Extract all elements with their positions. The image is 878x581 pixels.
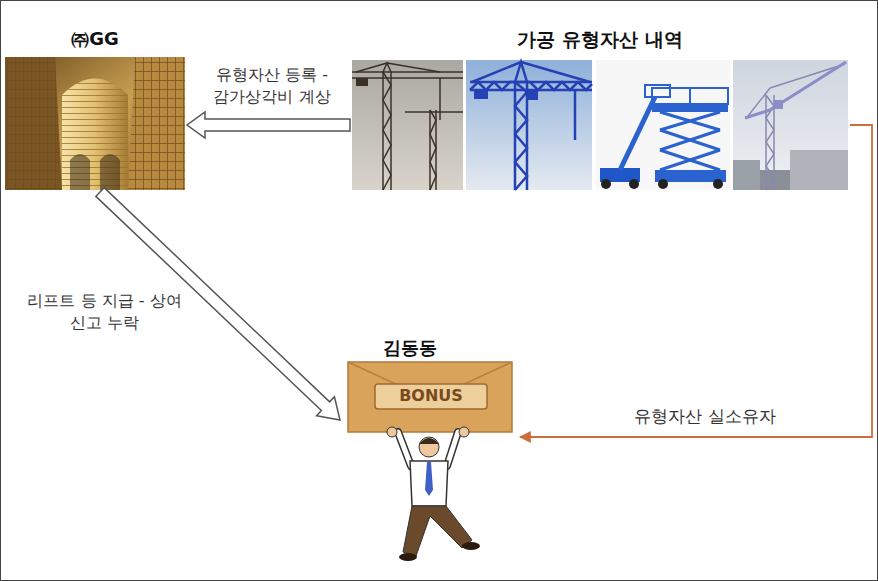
crane-photo: [472, 62, 521, 82]
building-photo: [100, 154, 120, 190]
crane-photo: [352, 63, 463, 190]
crane-photo: [466, 60, 592, 190]
lift-photo: [620, 97, 655, 170]
building-photo: [62, 79, 128, 191]
person-figure: [462, 542, 480, 550]
crane-photo: [430, 110, 436, 190]
bonus-envelope: [348, 362, 512, 432]
crane-photo: [429, 110, 431, 190]
building-photo: [5, 57, 185, 190]
crane-photo: [745, 110, 770, 118]
crane-photo: [760, 170, 790, 190]
lift-photo: [660, 112, 720, 130]
crane-photo: [470, 82, 592, 90]
crane-photo: [527, 90, 538, 100]
lift-photo: [660, 150, 720, 170]
lift-photo: [713, 179, 723, 189]
hollow-arrow: [187, 112, 350, 138]
crane-photo: [466, 60, 592, 190]
envelope-text: BONUS: [381, 386, 481, 406]
building-photo: [5, 57, 62, 190]
crane-photo: [733, 60, 848, 190]
crane-photo: [390, 72, 392, 190]
person-figure: [399, 553, 417, 561]
building-photo: [5, 57, 185, 190]
node-title: 김동동: [370, 337, 450, 360]
crane-photo: [474, 90, 488, 99]
person-figure: [387, 427, 480, 561]
lift-photo: [629, 179, 639, 189]
crane-photo: [790, 150, 848, 190]
person-figure: [459, 427, 469, 437]
building-photo: [70, 154, 90, 190]
lift-photo: [596, 60, 730, 190]
node-title: 가공 유형자산 내역: [350, 28, 850, 52]
person-figure: [419, 438, 439, 444]
crane-photo: [470, 62, 592, 190]
lift-photo: [601, 179, 611, 189]
edge-label: 유형자산 등록 -감가상각비 계상: [196, 64, 348, 109]
company-node: ㈜GG: [3, 22, 187, 192]
lift-photo: [645, 85, 670, 97]
person-figure: [419, 437, 439, 457]
crane-photo: [352, 60, 463, 190]
asset-node: 가공 유형자산 내역: [350, 22, 850, 192]
building-photo: [5, 57, 62, 190]
crane-photo: [383, 72, 391, 190]
person-node: 김동동 BONUS: [340, 334, 520, 564]
lift-photo: [652, 88, 728, 104]
lift-photo: [660, 112, 720, 170]
crane-photo: [774, 100, 783, 109]
lift-photo: [660, 150, 720, 170]
person-figure: [425, 462, 433, 496]
crane-photo: [352, 77, 463, 79]
crane-photo: [356, 63, 387, 72]
lift-photo: [660, 130, 720, 150]
crane-photo: [574, 90, 577, 140]
connector-line: [520, 125, 872, 437]
edge-label: 유형자산 실소유자: [590, 405, 820, 429]
lift-photo: [596, 60, 730, 190]
crane-photo: [515, 82, 527, 190]
lift-photo: [660, 130, 720, 150]
crane-photo: [733, 160, 760, 190]
lift-photo: [652, 104, 728, 112]
lift-photo: [689, 88, 691, 104]
crane-photo: [356, 78, 368, 86]
person-figure: [403, 506, 472, 556]
crane-photo: [352, 60, 463, 190]
bonus-envelope: [348, 362, 512, 432]
edge-label: 리프트 등 지급 - 상여 신고 누락: [22, 290, 187, 335]
lift-photo: [660, 112, 720, 130]
crane-photo: [439, 78, 441, 120]
crane-photo: [748, 64, 845, 190]
lift-photo: [658, 179, 668, 189]
building-photo: [128, 57, 185, 190]
crane-photo: [352, 71, 463, 73]
crane-photo: [770, 64, 845, 88]
crane-photo: [405, 111, 463, 113]
crane-photo: [387, 63, 440, 72]
bonus-envelope: [375, 384, 487, 409]
building-photo: [128, 57, 185, 190]
crane-photo: [733, 60, 848, 190]
person-figure: [387, 427, 397, 437]
crane-photo: [770, 62, 846, 110]
building-photo: [62, 79, 128, 191]
crane-photo: [521, 62, 590, 82]
node-title: ㈜GG: [3, 28, 187, 51]
person-figure: [410, 461, 448, 506]
